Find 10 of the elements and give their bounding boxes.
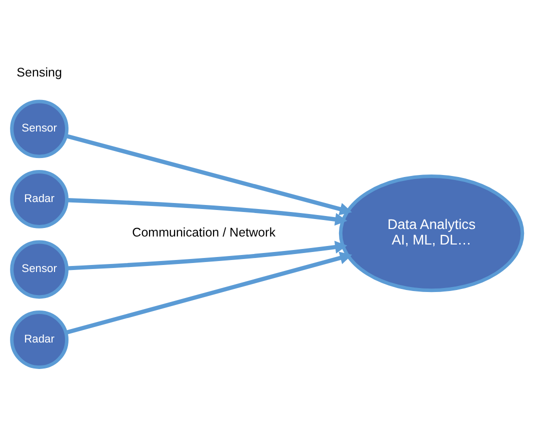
arrow [66, 198, 348, 226]
label: Sensing [16, 65, 62, 80]
node-circle: Radar [10, 170, 69, 228]
arrow [66, 240, 348, 270]
label: Communication / Network [132, 225, 276, 240]
node-circle: Sensor [10, 240, 69, 299]
arrow [65, 252, 352, 335]
arrow [65, 134, 352, 216]
node-circle: Sensor [10, 100, 69, 158]
node-circle: Radar [10, 310, 69, 369]
